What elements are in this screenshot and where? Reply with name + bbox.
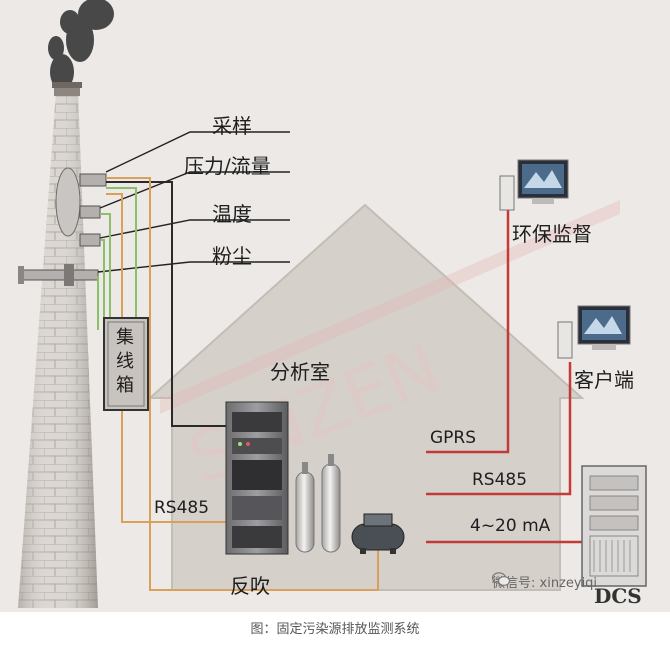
label-dust: 粉尘	[212, 244, 252, 268]
red-signal-lines	[426, 208, 585, 544]
label-rs485-left: RS485	[154, 498, 210, 518]
wechat-watermark: 微信号: xinzeyiqi	[492, 572, 597, 591]
label-dcs: DCS	[594, 584, 642, 608]
label-backblow: 反吹	[230, 574, 270, 598]
label-junction-box: 集线箱	[116, 327, 134, 396]
chimney	[18, 82, 98, 608]
label-temperature: 温度	[212, 202, 252, 226]
chimney-probes	[18, 167, 107, 286]
gas-cylinders	[295, 454, 341, 553]
env-monitor-computer	[499, 159, 569, 211]
air-compressor	[351, 513, 405, 554]
label-analysis-room: 分析室	[270, 360, 330, 384]
label-pressure-flow: 压力/流量	[184, 154, 271, 178]
wechat-id: 微信号: xinzeyiqi	[492, 576, 598, 591]
label-rs485-right: RS485	[472, 470, 528, 490]
label-gprs: GPRS	[430, 428, 477, 448]
label-env-monitor: 环保监督	[512, 222, 592, 246]
junction-box	[103, 317, 149, 411]
figure-caption: 图：固定污染源排放监测系统	[250, 622, 420, 637]
label-sampling: 采样	[212, 114, 252, 138]
analyzer-cabinet	[225, 401, 289, 555]
label-current-signal: 4~20 mA	[470, 516, 551, 536]
client-computer	[557, 305, 631, 359]
label-leaders	[97, 131, 290, 273]
wechat-icon	[492, 572, 510, 586]
dcs-cabinet	[581, 465, 647, 587]
diagram-graphics: SINZEN	[18, 0, 647, 608]
smoke	[48, 0, 114, 90]
diagram-canvas: SINZEN	[0, 0, 670, 612]
label-client: 客户端	[574, 368, 634, 392]
